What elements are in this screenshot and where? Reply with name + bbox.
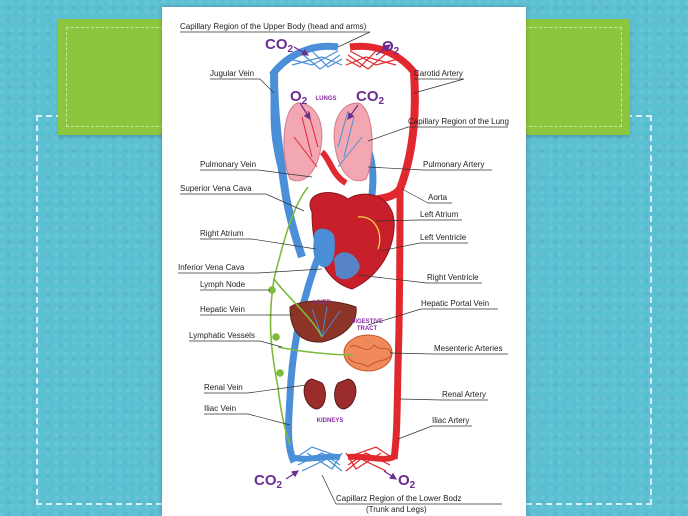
o2-lung-label: O2 [290,88,308,107]
gas-labels: CO2 O2 O2 CO2 CO2 O2 [254,36,416,491]
lungs-label: LUNGS [316,96,337,102]
label-capillary-lung: Capillary Region of the Lung [408,117,509,126]
label-mesenteric-arteries: Mesenteric Arteries [434,344,502,353]
label-hepatic-vein: Hepatic Vein [200,305,245,314]
label-iliac-vein: Iliac Vein [204,404,236,413]
label-lymphatic-vessels: Lymphatic Vessels [189,331,255,340]
heart [309,192,395,290]
label-aorta: Aorta [428,193,448,202]
label-renal-artery: Renal Artery [442,390,486,399]
label-lower-capillary-2: (Trunk and Legs) [366,505,427,514]
kidneys-label: KIDNEYS [317,418,344,424]
o2-upper-label: O2 [382,38,400,57]
label-carotid-artery: Carotid Artery [414,69,463,78]
liver-label: LIVER [313,300,331,306]
text-labels: Capillary Region of the Upper Body (head… [178,22,509,514]
label-left-atrium: Left Atrium [420,210,459,219]
label-upper-capillary: Capillary Region of the Upper Body (head… [180,22,367,31]
label-pulmonary-artery: Pulmonary Artery [423,160,484,169]
label-lower-capillary-1: Capillarz Region of the Lower Bodz [336,494,461,503]
label-lymph-node: Lymph Node [200,280,246,289]
lymphatic-vessels [268,186,355,446]
co2-lung-arrow [347,104,359,120]
label-renal-vein: Renal Vein [204,383,243,392]
co2-lower-arrow [285,470,299,480]
lower-capillary-bed [293,446,395,472]
co2-upper-label: CO2 [265,36,294,55]
organ-labels: LUNGS LIVER DIGESTIVE TRACT KIDNEYS [313,96,383,424]
co2-lower-label: CO2 [254,472,283,491]
label-right-atrium: Right Atrium [200,229,244,238]
o2-lower-label: O2 [398,472,416,491]
co2-lung-label: CO2 [356,88,385,107]
label-left-ventricle: Left Ventricle [420,233,467,242]
label-jugular-vein: Jugular Vein [210,69,254,78]
lungs [283,102,373,182]
liver [289,300,357,343]
circulatory-diagram: CO2 O2 O2 CO2 CO2 O2 LUNGS LIVER DIGESTI… [178,22,509,514]
o2-lung-arrow [299,102,311,121]
o2-lower-arrow [383,470,397,480]
diagram-sheet: CO2 O2 O2 CO2 CO2 O2 LUNGS LIVER DIGESTI… [162,7,526,516]
digestive-label-2: TRACT [357,326,378,332]
label-right-ventricle: Right Ventricle [427,273,479,282]
label-inferior-vena-cava: Inferior Vena Cava [178,263,245,272]
o2-upper-arrow [375,44,391,56]
label-superior-vena-cava: Superior Vena Cava [180,184,252,193]
upper-capillary-bed [269,42,419,78]
label-hepatic-portal-vein: Hepatic Portal Vein [421,299,489,308]
label-iliac-artery: Iliac Artery [432,416,469,425]
digestive-tract [343,334,393,372]
label-pulmonary-vein: Pulmonary Vein [200,160,256,169]
digestive-label-1: DIGESTIVE [351,319,383,325]
kidneys [303,378,357,410]
leader-lines [178,31,508,505]
co2-upper-arrow [293,46,310,56]
